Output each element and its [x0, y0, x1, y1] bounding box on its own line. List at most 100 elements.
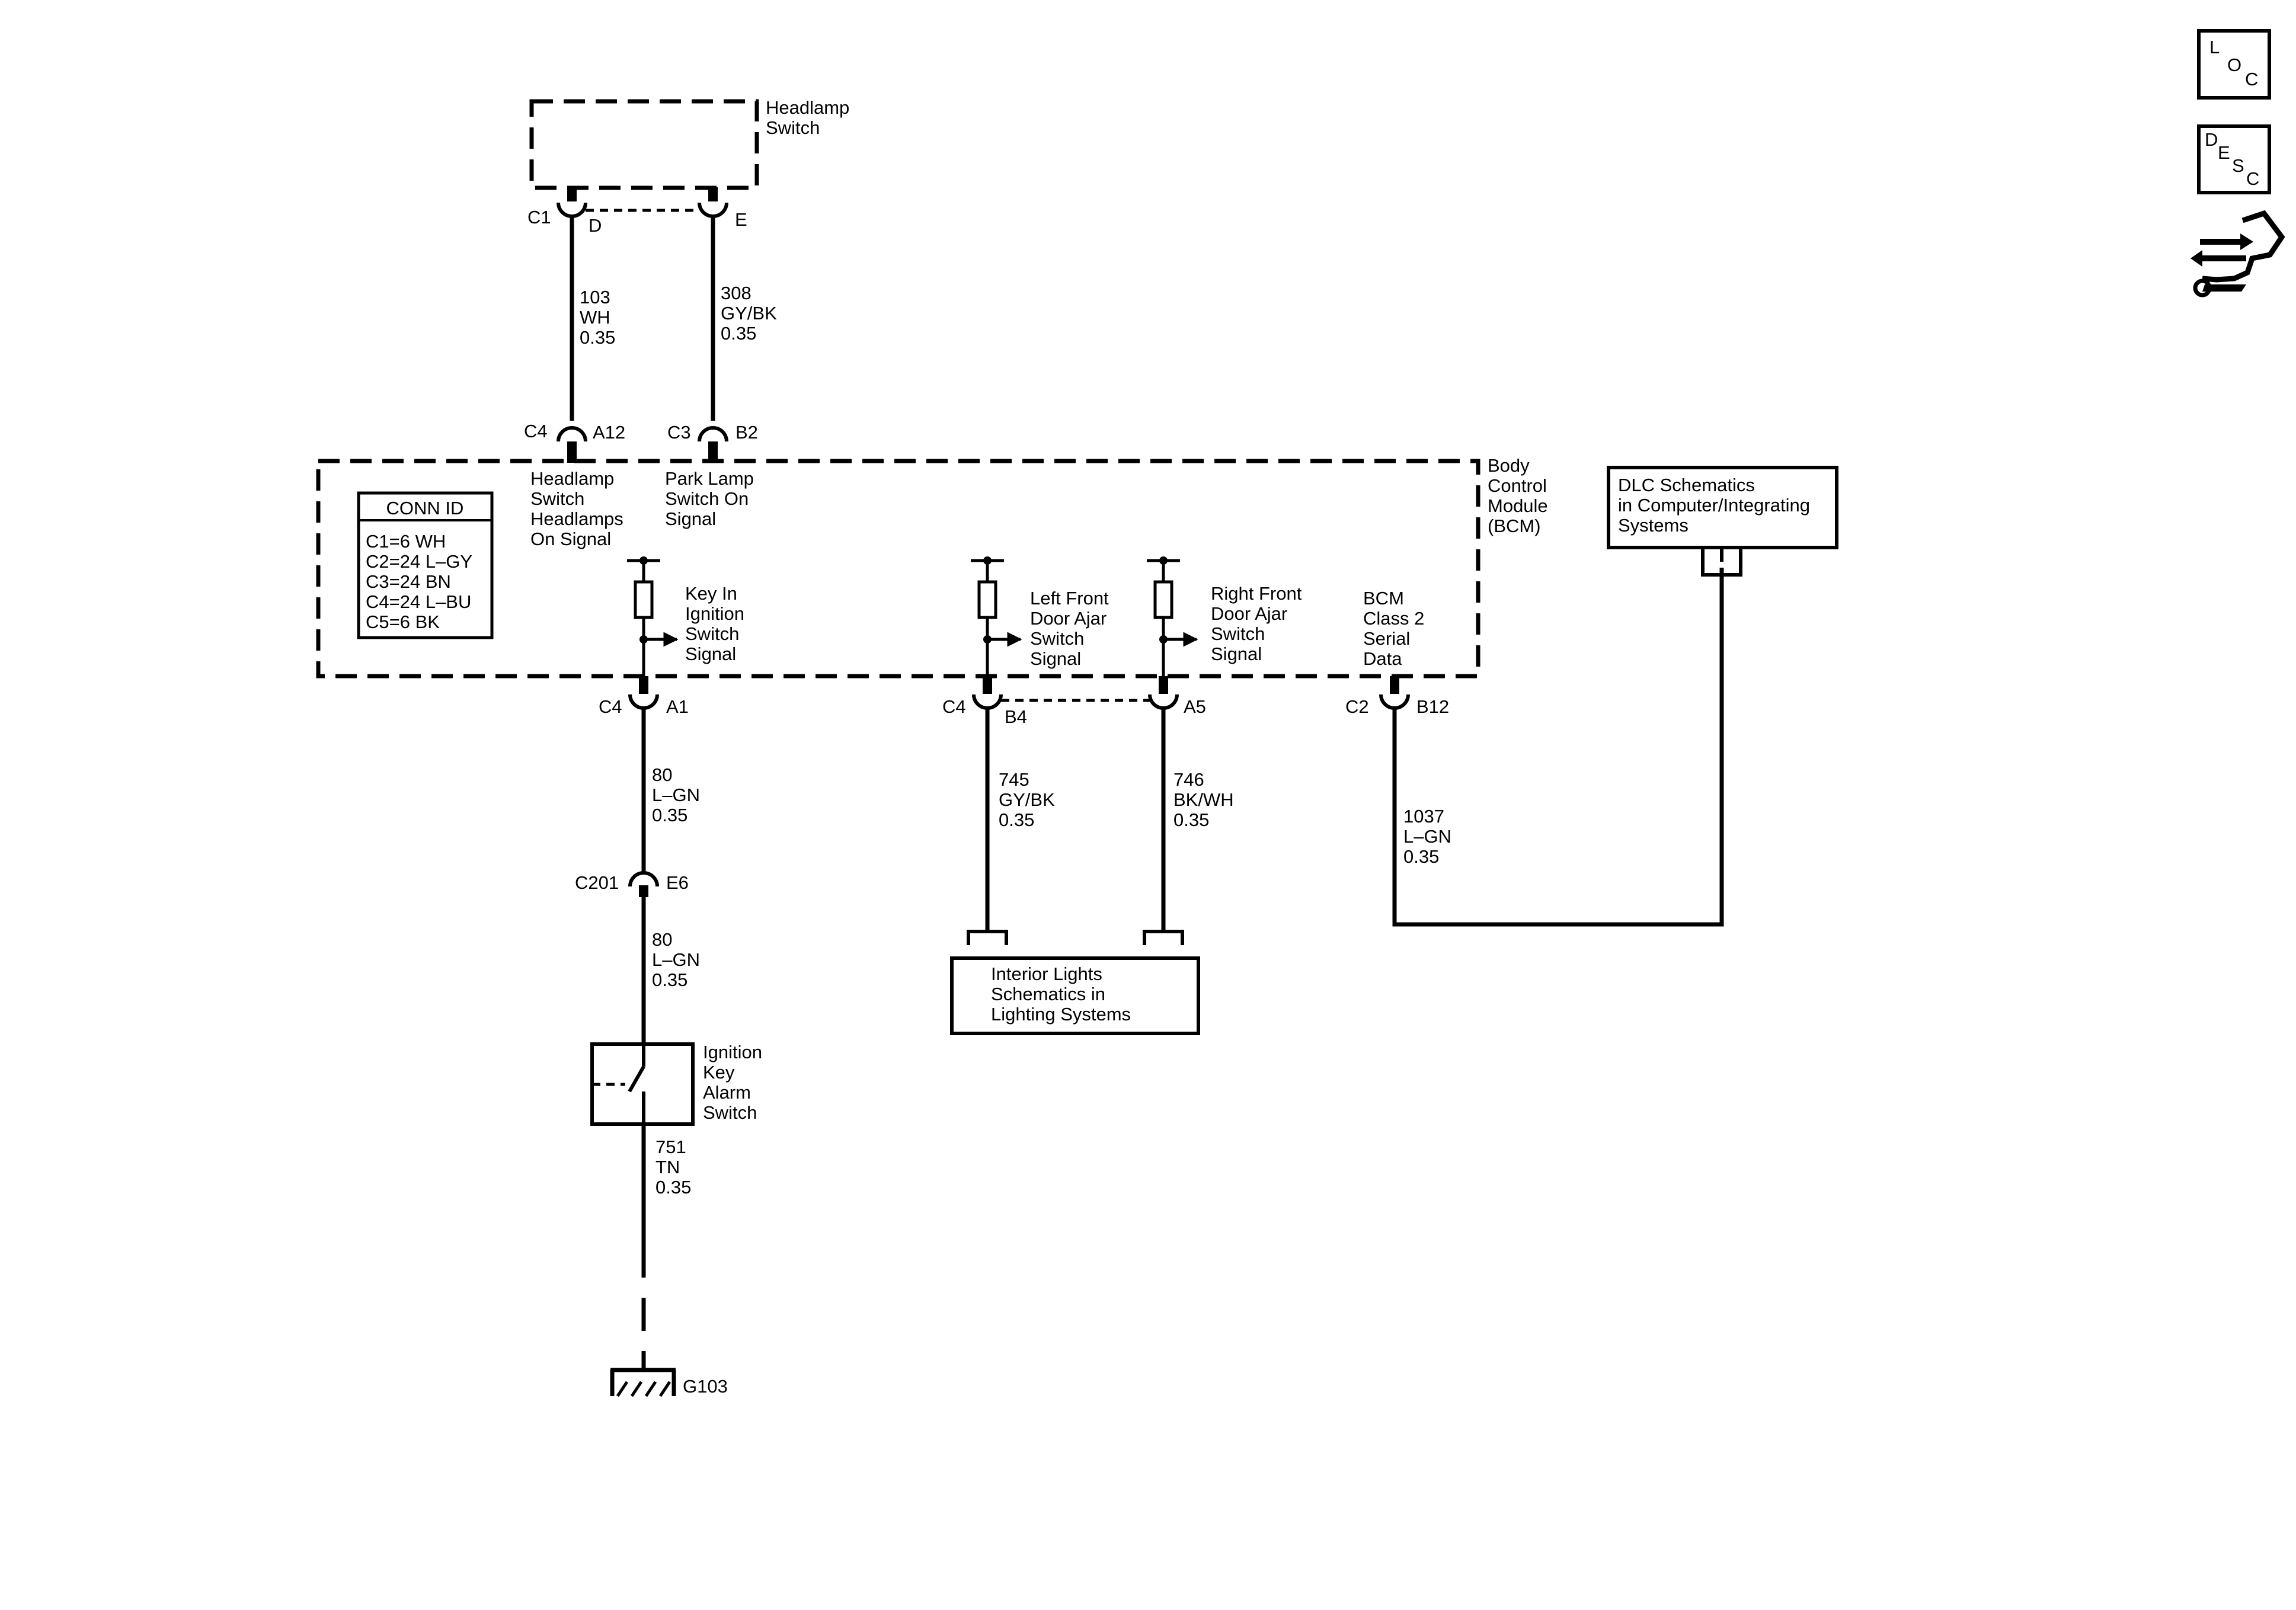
svg-text:WH: WH: [580, 307, 610, 328]
connector-c201-cup: [628, 871, 659, 887]
svg-text:On Signal: On Signal: [530, 529, 611, 549]
connector-c201-label: C201: [575, 872, 619, 893]
interior-lights-reference-box[interactable]: Interior Lights Schematics in Lighting S…: [950, 956, 1200, 1035]
pin-b4-label: B4: [1005, 706, 1027, 727]
svg-text:BK/WH: BK/WH: [1173, 789, 1234, 810]
wire-1037-label: 1037 L–GN 0.35: [1403, 806, 1451, 867]
pin-a5-label: A5: [1184, 696, 1206, 717]
connector-cup-e: [698, 202, 728, 218]
svg-text:Door Ajar: Door Ajar: [1030, 608, 1107, 629]
conn-id-line-4: C4=24 L–BU: [366, 591, 471, 612]
headlamp-on-signal-label: Headlamp Switch Headlamps On Signal: [530, 468, 623, 549]
svg-text:0.35: 0.35: [580, 327, 615, 348]
svg-text:L–GN: L–GN: [652, 949, 700, 970]
svg-text:Headlamp: Headlamp: [530, 468, 614, 489]
interior-box-line-3: Lighting Systems: [991, 1004, 1131, 1025]
svg-text:Signal: Signal: [685, 644, 736, 664]
svg-text:0.35: 0.35: [999, 809, 1034, 830]
lf-door-signal-label: Left Front Door Ajar Switch Signal: [1030, 588, 1109, 669]
wire-745-label: 745 GY/BK 0.35: [999, 769, 1055, 830]
svg-text:Switch On: Switch On: [665, 488, 749, 509]
svg-text:Park Lamp: Park Lamp: [665, 468, 754, 489]
desc-letter-c: C: [2246, 168, 2259, 189]
svg-text:GY/BK: GY/BK: [999, 789, 1055, 810]
svg-text:751: 751: [655, 1137, 686, 1157]
svg-text:Right Front: Right Front: [1211, 583, 1302, 604]
desc-letter-s: S: [2232, 155, 2244, 176]
dlc-box-line-1: DLC Schematics: [1618, 475, 1755, 495]
svg-text:1037: 1037: [1403, 806, 1444, 827]
conn-id-line-5: C5=6 BK: [366, 612, 440, 632]
connector-cup-a1: [628, 694, 659, 710]
svg-text:Door Ajar: Door Ajar: [1211, 603, 1287, 624]
pin-a12-label: A12: [593, 422, 625, 443]
svg-text:0.35: 0.35: [652, 805, 687, 825]
svg-text:Data: Data: [1363, 648, 1402, 669]
diagnostic-icon[interactable]: [2191, 210, 2285, 297]
wire-746-label: 746 BK/WH 0.35: [1173, 769, 1234, 830]
svg-text:0.35: 0.35: [1173, 809, 1209, 830]
key-in-signal-label: Key In Ignition Switch Signal: [685, 583, 744, 664]
headlamp-switch: Headlamp Switch: [529, 97, 849, 190]
connector-cup-b2: [698, 426, 728, 442]
connector-c4-top-label: C4: [524, 421, 548, 441]
ignition-switch-label-4: Switch: [703, 1102, 757, 1123]
rf-door-resistor-circuit: [1147, 556, 1198, 678]
pin-b2-label: B2: [736, 422, 758, 443]
connector-c4-a1-label: C4: [599, 696, 622, 717]
body-control-module: Body Control Module (BCM): [316, 455, 1548, 678]
lf-door-resistor-circuit: [971, 556, 1022, 678]
conn-id-title: CONN ID: [386, 498, 464, 518]
loc-button[interactable]: L O C: [2197, 29, 2271, 100]
wire-308-label: 308 GY/BK 0.35: [721, 283, 777, 344]
dlc-box-line-3: Systems: [1618, 515, 1689, 536]
conn-id-box: CONN ID C1=6 WH C2=24 L–GY C3=24 BN C4=2…: [357, 491, 494, 639]
desc-letter-d: D: [2205, 129, 2218, 150]
svg-text:0.35: 0.35: [721, 323, 756, 344]
desc-letter-e: E: [2218, 142, 2230, 163]
svg-text:Signal: Signal: [1030, 648, 1081, 669]
svg-text:GY/BK: GY/BK: [721, 303, 777, 324]
loc-letter-o: O: [2227, 55, 2241, 75]
svg-text:745: 745: [999, 769, 1029, 790]
connector-cup-b4: [972, 694, 1003, 710]
wire-80-upper-label: 80 L–GN 0.35: [652, 764, 700, 825]
svg-text:Key In: Key In: [685, 583, 737, 604]
headlamp-switch-label-2: Switch: [766, 117, 820, 138]
dlc-box-line-2: in Computer/Integrating: [1618, 495, 1810, 516]
svg-text:308: 308: [721, 283, 752, 303]
svg-text:Left Front: Left Front: [1030, 588, 1109, 609]
bcm-label-1: Body: [1488, 455, 1530, 476]
dlc-reference-box[interactable]: DLC Schematics in Computer/Integrating S…: [1607, 466, 1838, 549]
pin-a1-label: A1: [666, 696, 689, 717]
ignition-key-alarm-switch: Ignition Key Alarm Switch: [590, 1042, 762, 1126]
serial-data-label: BCM Class 2 Serial Data: [1363, 588, 1424, 669]
ignition-switch-label-2: Key: [703, 1062, 735, 1083]
connector-c1-label: C1: [527, 207, 551, 228]
desc-button[interactable]: D E S C: [2197, 124, 2271, 194]
connector-c3-label: C3: [667, 422, 691, 443]
svg-text:BCM: BCM: [1363, 588, 1404, 609]
wire-80-lower-label: 80 L–GN 0.35: [652, 929, 700, 990]
svg-text:746: 746: [1173, 769, 1204, 790]
ground-icon: [610, 1363, 676, 1397]
conn-id-line-2: C2=24 L–GY: [366, 551, 472, 572]
svg-text:103: 103: [580, 287, 610, 308]
rf-door-signal-label: Right Front Door Ajar Switch Signal: [1211, 583, 1302, 664]
park-lamp-signal-label: Park Lamp Switch On Signal: [665, 468, 754, 529]
headlamp-switch-label-1: Headlamp: [766, 97, 849, 118]
pin-e6-label: E6: [666, 872, 689, 893]
svg-text:80: 80: [652, 929, 672, 950]
connector-cup-b12: [1379, 694, 1410, 710]
ground-g103-label: G103: [683, 1376, 728, 1397]
interior-box-line-2: Schematics in: [991, 984, 1105, 1004]
svg-text:0.35: 0.35: [655, 1177, 691, 1198]
svg-text:Signal: Signal: [665, 508, 716, 529]
interior-box-line-1: Interior Lights: [991, 964, 1102, 984]
conn-id-line-3: C3=24 BN: [366, 571, 451, 592]
svg-text:Signal: Signal: [1211, 644, 1262, 664]
connector-c2-label: C2: [1345, 696, 1369, 717]
svg-text:Class 2: Class 2: [1363, 608, 1424, 629]
bcm-label-3: Module: [1488, 495, 1548, 516]
pin-d-label: D: [589, 215, 602, 236]
